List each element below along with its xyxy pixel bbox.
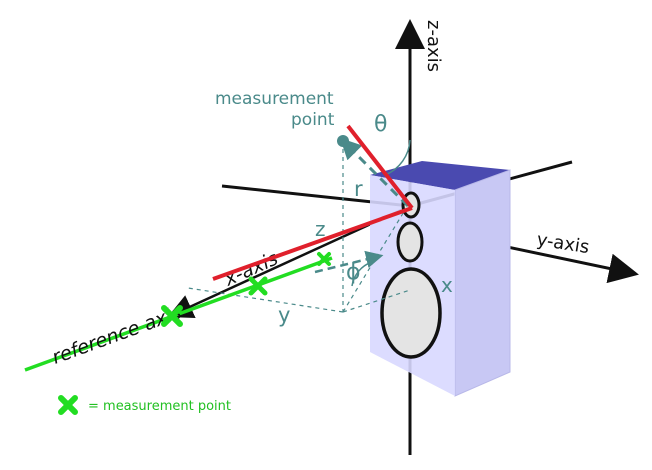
r-vector <box>340 138 410 208</box>
speaker-side-face <box>454 169 511 397</box>
measurement-label-line2: point <box>291 110 335 130</box>
woofer <box>380 267 442 359</box>
speaker-top-face <box>370 161 510 190</box>
phi-arc <box>351 261 373 287</box>
theta-symbol: θ <box>374 112 387 137</box>
green-cross-icon <box>248 276 268 296</box>
legend-marker-icon <box>58 395 78 415</box>
measurement-point-dot <box>337 135 349 147</box>
r-symbol: r <box>354 177 363 201</box>
projection-to-x <box>187 287 344 313</box>
midrange-driver <box>396 221 424 263</box>
phi-symbol: ϕ <box>346 260 361 285</box>
projection-to-y <box>342 289 411 313</box>
theta-arc <box>384 139 411 176</box>
x-axis-label: x-axis <box>220 248 281 291</box>
y-symbol: y <box>278 303 290 327</box>
reference-axis-line <box>24 256 333 372</box>
x-symbol: x <box>441 273 453 297</box>
z-axis-label: z-axis <box>423 20 444 72</box>
red-line-lower <box>212 206 413 281</box>
measurement-label-line1: measurement <box>215 89 334 109</box>
green-cross-icon <box>317 252 331 266</box>
horizontal-projection <box>314 250 384 274</box>
z-symbol: z <box>315 217 326 241</box>
green-cross-icon <box>161 305 183 327</box>
legend-text: = measurement point <box>88 399 231 414</box>
red-line-upper <box>346 124 414 210</box>
